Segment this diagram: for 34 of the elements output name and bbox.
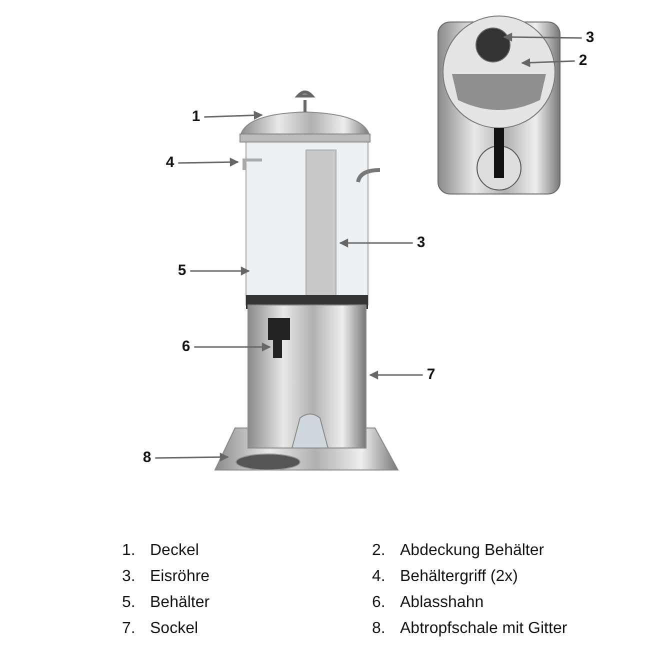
callout-number: 3 bbox=[416, 235, 426, 251]
leader-line bbox=[194, 342, 271, 352]
leader-line bbox=[369, 370, 423, 380]
list-number: 6. bbox=[372, 594, 386, 612]
part-name: Ablasshahn bbox=[400, 594, 484, 612]
callout-number: 1 bbox=[192, 109, 200, 125]
list-number: 7. bbox=[122, 620, 136, 638]
part-name: Abtropfschale mit Gitter bbox=[400, 620, 568, 638]
list-number: 5. bbox=[122, 594, 136, 612]
leader-line bbox=[521, 58, 575, 68]
leader-line bbox=[339, 238, 413, 248]
leader-line bbox=[178, 158, 239, 167]
callout-number: 3 bbox=[586, 30, 594, 46]
list-number: 1. bbox=[122, 542, 136, 560]
list-number: 2. bbox=[372, 542, 386, 560]
part-name: Abdeckung Behälter bbox=[400, 542, 544, 560]
part-name: Behälter bbox=[150, 594, 210, 612]
list-number: 3. bbox=[122, 568, 136, 586]
callout-number: 6 bbox=[182, 339, 190, 355]
list-number: 8. bbox=[372, 620, 386, 638]
leader-line bbox=[503, 32, 582, 42]
leader-line bbox=[155, 452, 229, 462]
callout-number: 8 bbox=[142, 450, 152, 466]
part-name: Eisröhre bbox=[150, 568, 210, 586]
leader-line bbox=[204, 110, 263, 120]
part-name: Behältergriff (2x) bbox=[400, 568, 518, 586]
callout-number: 2 bbox=[578, 53, 588, 69]
list-number: 4. bbox=[372, 568, 386, 586]
callout-number: 4 bbox=[166, 155, 174, 171]
callout-number: 5 bbox=[178, 263, 186, 279]
leader-line bbox=[190, 266, 250, 276]
part-name: Sockel bbox=[150, 620, 198, 638]
callout-number: 7 bbox=[426, 367, 436, 383]
part-name: Deckel bbox=[150, 542, 199, 560]
